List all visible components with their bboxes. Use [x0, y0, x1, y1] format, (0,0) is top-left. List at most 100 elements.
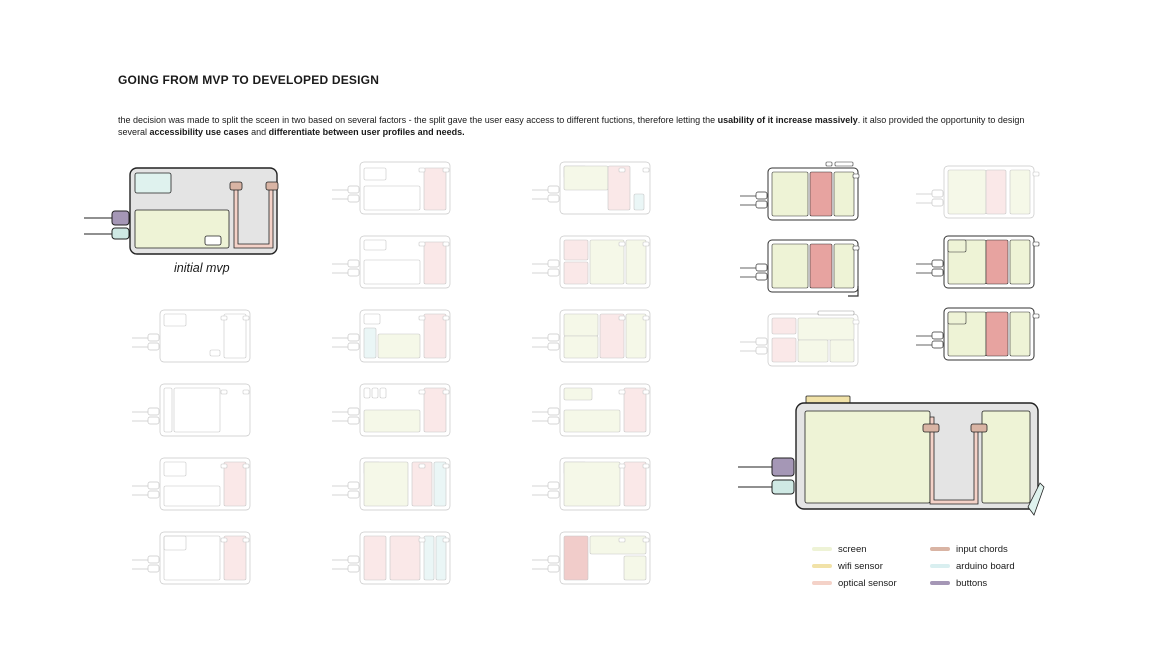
hinge-pin [220, 389, 228, 395]
legend-item-screen: screen [812, 542, 867, 556]
hinge-pin [265, 181, 279, 191]
device-part [223, 535, 247, 581]
button-block [147, 407, 160, 416]
button-block [547, 194, 560, 203]
button-block [547, 185, 560, 194]
button-block [347, 407, 360, 416]
device-part [423, 313, 447, 359]
page-title: GOING FROM MVP TO DEVELOPED DESIGN [118, 73, 380, 87]
hinge-pin [242, 315, 250, 321]
device-part [797, 339, 829, 363]
device-part [607, 165, 631, 211]
description-segment: accessibility use cases [149, 127, 249, 137]
device-part [433, 461, 447, 507]
hinge-pin [642, 241, 650, 247]
device-part [423, 167, 447, 211]
device-part [223, 461, 247, 507]
hinge-pin [242, 537, 250, 543]
hinge-pin [618, 463, 626, 469]
legend-label: arduino board [956, 560, 1015, 572]
button-block [547, 490, 560, 499]
hinge-pin [442, 389, 450, 395]
device-part [423, 535, 435, 581]
device-part [797, 317, 855, 341]
description-segment: and [248, 127, 269, 137]
button-block [931, 259, 944, 268]
hinge-pin [442, 463, 450, 469]
description-segment: the decision was made to split the sceen… [118, 115, 718, 125]
device-part [563, 409, 621, 433]
device-part [363, 387, 371, 399]
hinge-pin [220, 463, 228, 469]
legend-item-wifi-sensor: wifi sensor [812, 559, 883, 573]
hinge-pin [229, 181, 243, 191]
button-block [347, 555, 360, 564]
legend-swatch [930, 547, 950, 551]
device-variant [132, 309, 251, 363]
device-variant [532, 235, 651, 289]
device-part [363, 185, 421, 211]
button-block [111, 227, 130, 240]
device-part [563, 165, 609, 191]
stand-bracket [1027, 482, 1045, 516]
hinge-pin [852, 173, 860, 179]
device-part [1009, 169, 1031, 215]
legend-item-buttons: buttons [930, 576, 987, 590]
hinge-pin [642, 389, 650, 395]
hinge-pin [618, 389, 626, 395]
hinge-pin [970, 423, 988, 433]
description-segment: usability of it increase massively [717, 115, 858, 125]
device-part [829, 339, 855, 363]
legend-swatch [930, 564, 950, 568]
device-variant [532, 309, 651, 363]
hinge-pin [642, 463, 650, 469]
button-block [547, 268, 560, 277]
device-variant [332, 457, 451, 511]
device-part [371, 387, 379, 399]
device-part [163, 535, 221, 581]
button-block [147, 416, 160, 425]
device-variant [132, 457, 251, 511]
button-block [347, 564, 360, 573]
button-block [755, 272, 768, 281]
button-block [147, 481, 160, 490]
device-part [173, 387, 221, 433]
hinge-pin [418, 389, 426, 395]
device-variant [132, 531, 251, 585]
device-part [947, 239, 967, 253]
button-block [547, 555, 560, 564]
device-part [163, 485, 221, 507]
device-case [159, 309, 251, 363]
device-part [985, 169, 1007, 215]
device-part [563, 335, 599, 359]
legend-swatch [930, 581, 950, 585]
device-part [563, 387, 593, 401]
legend-label: input chords [956, 543, 1008, 555]
hinge-pin [852, 245, 860, 251]
device-part [363, 461, 409, 507]
wifi-sensor [805, 395, 851, 404]
button-block [771, 457, 795, 477]
button-block [347, 490, 360, 499]
hinge-pin [642, 167, 650, 173]
device-part [363, 239, 387, 251]
button-block [755, 191, 768, 200]
device-part [223, 313, 247, 359]
description: the decision was made to split the sceen… [118, 114, 1048, 138]
device-variant [916, 235, 1040, 289]
legend-item-input-chords: input chords [930, 542, 1008, 556]
button-block [547, 564, 560, 573]
initial-mvp-device [84, 167, 279, 255]
device-variant [332, 383, 451, 437]
mvp-caption: initial mvp [174, 261, 230, 275]
device-part [947, 169, 987, 215]
device-part [363, 327, 377, 359]
legend-label: optical sensor [838, 577, 897, 589]
hinge-pin [442, 167, 450, 173]
device-part [771, 317, 797, 335]
device-variant [532, 161, 651, 215]
legend-label: screen [838, 543, 867, 555]
device-part [599, 313, 625, 359]
legend-item-optical-sensor: optical sensor [812, 576, 897, 590]
device-part [625, 313, 647, 359]
